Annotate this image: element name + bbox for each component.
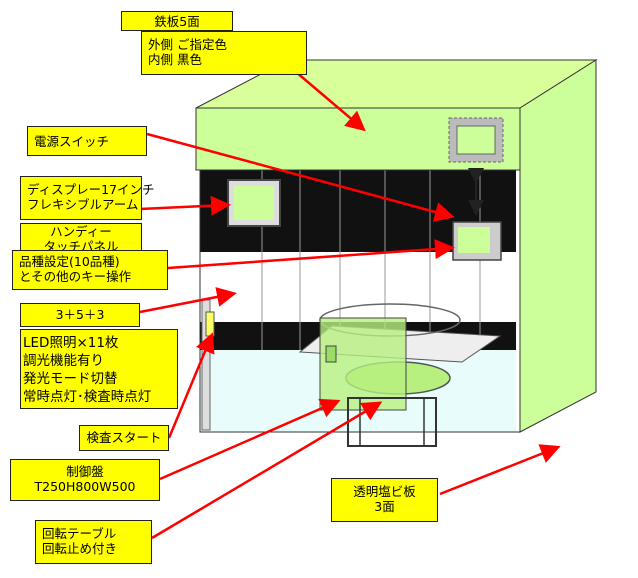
label-display-line-1: ディスプレー17インチ	[27, 182, 155, 197]
label-handy-line-1: ハンディー	[50, 224, 112, 239]
arrow-transparent	[439, 444, 561, 496]
label-transparent-panels: 透明塩ビ板 3面	[331, 478, 438, 522]
label-power-switch: 電源スイッチ	[27, 126, 147, 156]
arrow-led	[139, 287, 237, 314]
label-control-panel-line-1: 制御盤	[66, 464, 104, 479]
label-power-switch-line-1: 電源スイッチ	[34, 134, 110, 149]
label-led-line-1: LED照明×11枚	[23, 335, 119, 351]
label-led-line-4: 常時点灯･検査時点灯	[23, 389, 152, 405]
arrow-handy	[167, 239, 455, 270]
arrow-power-switch	[146, 132, 455, 222]
label-steel-line-2: 外側 ご指定色	[148, 37, 227, 52]
display-monitor	[227, 179, 281, 227]
label-rotary-table: 回転テーブル 回転止め付き	[35, 520, 152, 564]
annotation-arrows	[139, 71, 561, 540]
label-led-ratio-line-1: 3＋5＋3	[55, 307, 105, 322]
label-handy: ハンディー タッチパネル	[20, 223, 142, 254]
label-led-ratio: 3＋5＋3	[20, 303, 140, 327]
label-steel-line-3: 内側 黒色	[148, 52, 202, 67]
handy-touch-panel	[452, 168, 502, 261]
label-inspection-start: 検査スタート	[79, 425, 169, 451]
label-product-setting-line-1: 品種設定(10品種)	[19, 254, 120, 269]
arrow-display	[139, 195, 231, 216]
label-product-setting-line-2: とその他のキー操作	[19, 269, 132, 284]
arrow-rotary-table	[151, 401, 383, 540]
label-display-line-2: フレキシブルアーム	[27, 197, 139, 212]
label-steel-colors: 外側 ご指定色 内側 黒色	[141, 31, 307, 75]
label-control-panel-line-2: T250H800W500	[34, 479, 136, 494]
label-steel-line-1: 鉄板5面	[154, 14, 200, 29]
label-control-panel: 制御盤 T250H800W500	[10, 459, 160, 501]
label-led-line-3: 発光モード切替	[23, 371, 118, 387]
label-rotary-table-line-1: 回転テーブル	[42, 526, 117, 541]
power-switch-box	[448, 117, 504, 163]
label-inspection-start-line-1: 検査スタート	[86, 430, 162, 445]
label-rotary-table-line-2: 回転止め付き	[42, 541, 118, 556]
label-display: ディスプレー17インチ フレキシブルアーム	[20, 176, 155, 220]
arrow-steel	[295, 71, 366, 132]
label-product-setting: 品種設定(10品種) とその他のキー操作	[12, 250, 168, 290]
label-transparent-line-2: 3面	[374, 499, 395, 514]
rotary-table-unit	[298, 303, 502, 447]
label-led-line-2: 調光機能有り	[23, 353, 104, 369]
label-led: LED照明×11枚 調光機能有り 発光モード切替 常時点灯･検査時点灯	[20, 329, 178, 409]
arrow-inspection-start	[167, 332, 215, 439]
label-transparent-line-1: 透明塩ビ板	[353, 484, 416, 499]
label-steel-panels: 鉄板5面	[121, 11, 233, 31]
arrow-control-panel	[159, 398, 341, 481]
